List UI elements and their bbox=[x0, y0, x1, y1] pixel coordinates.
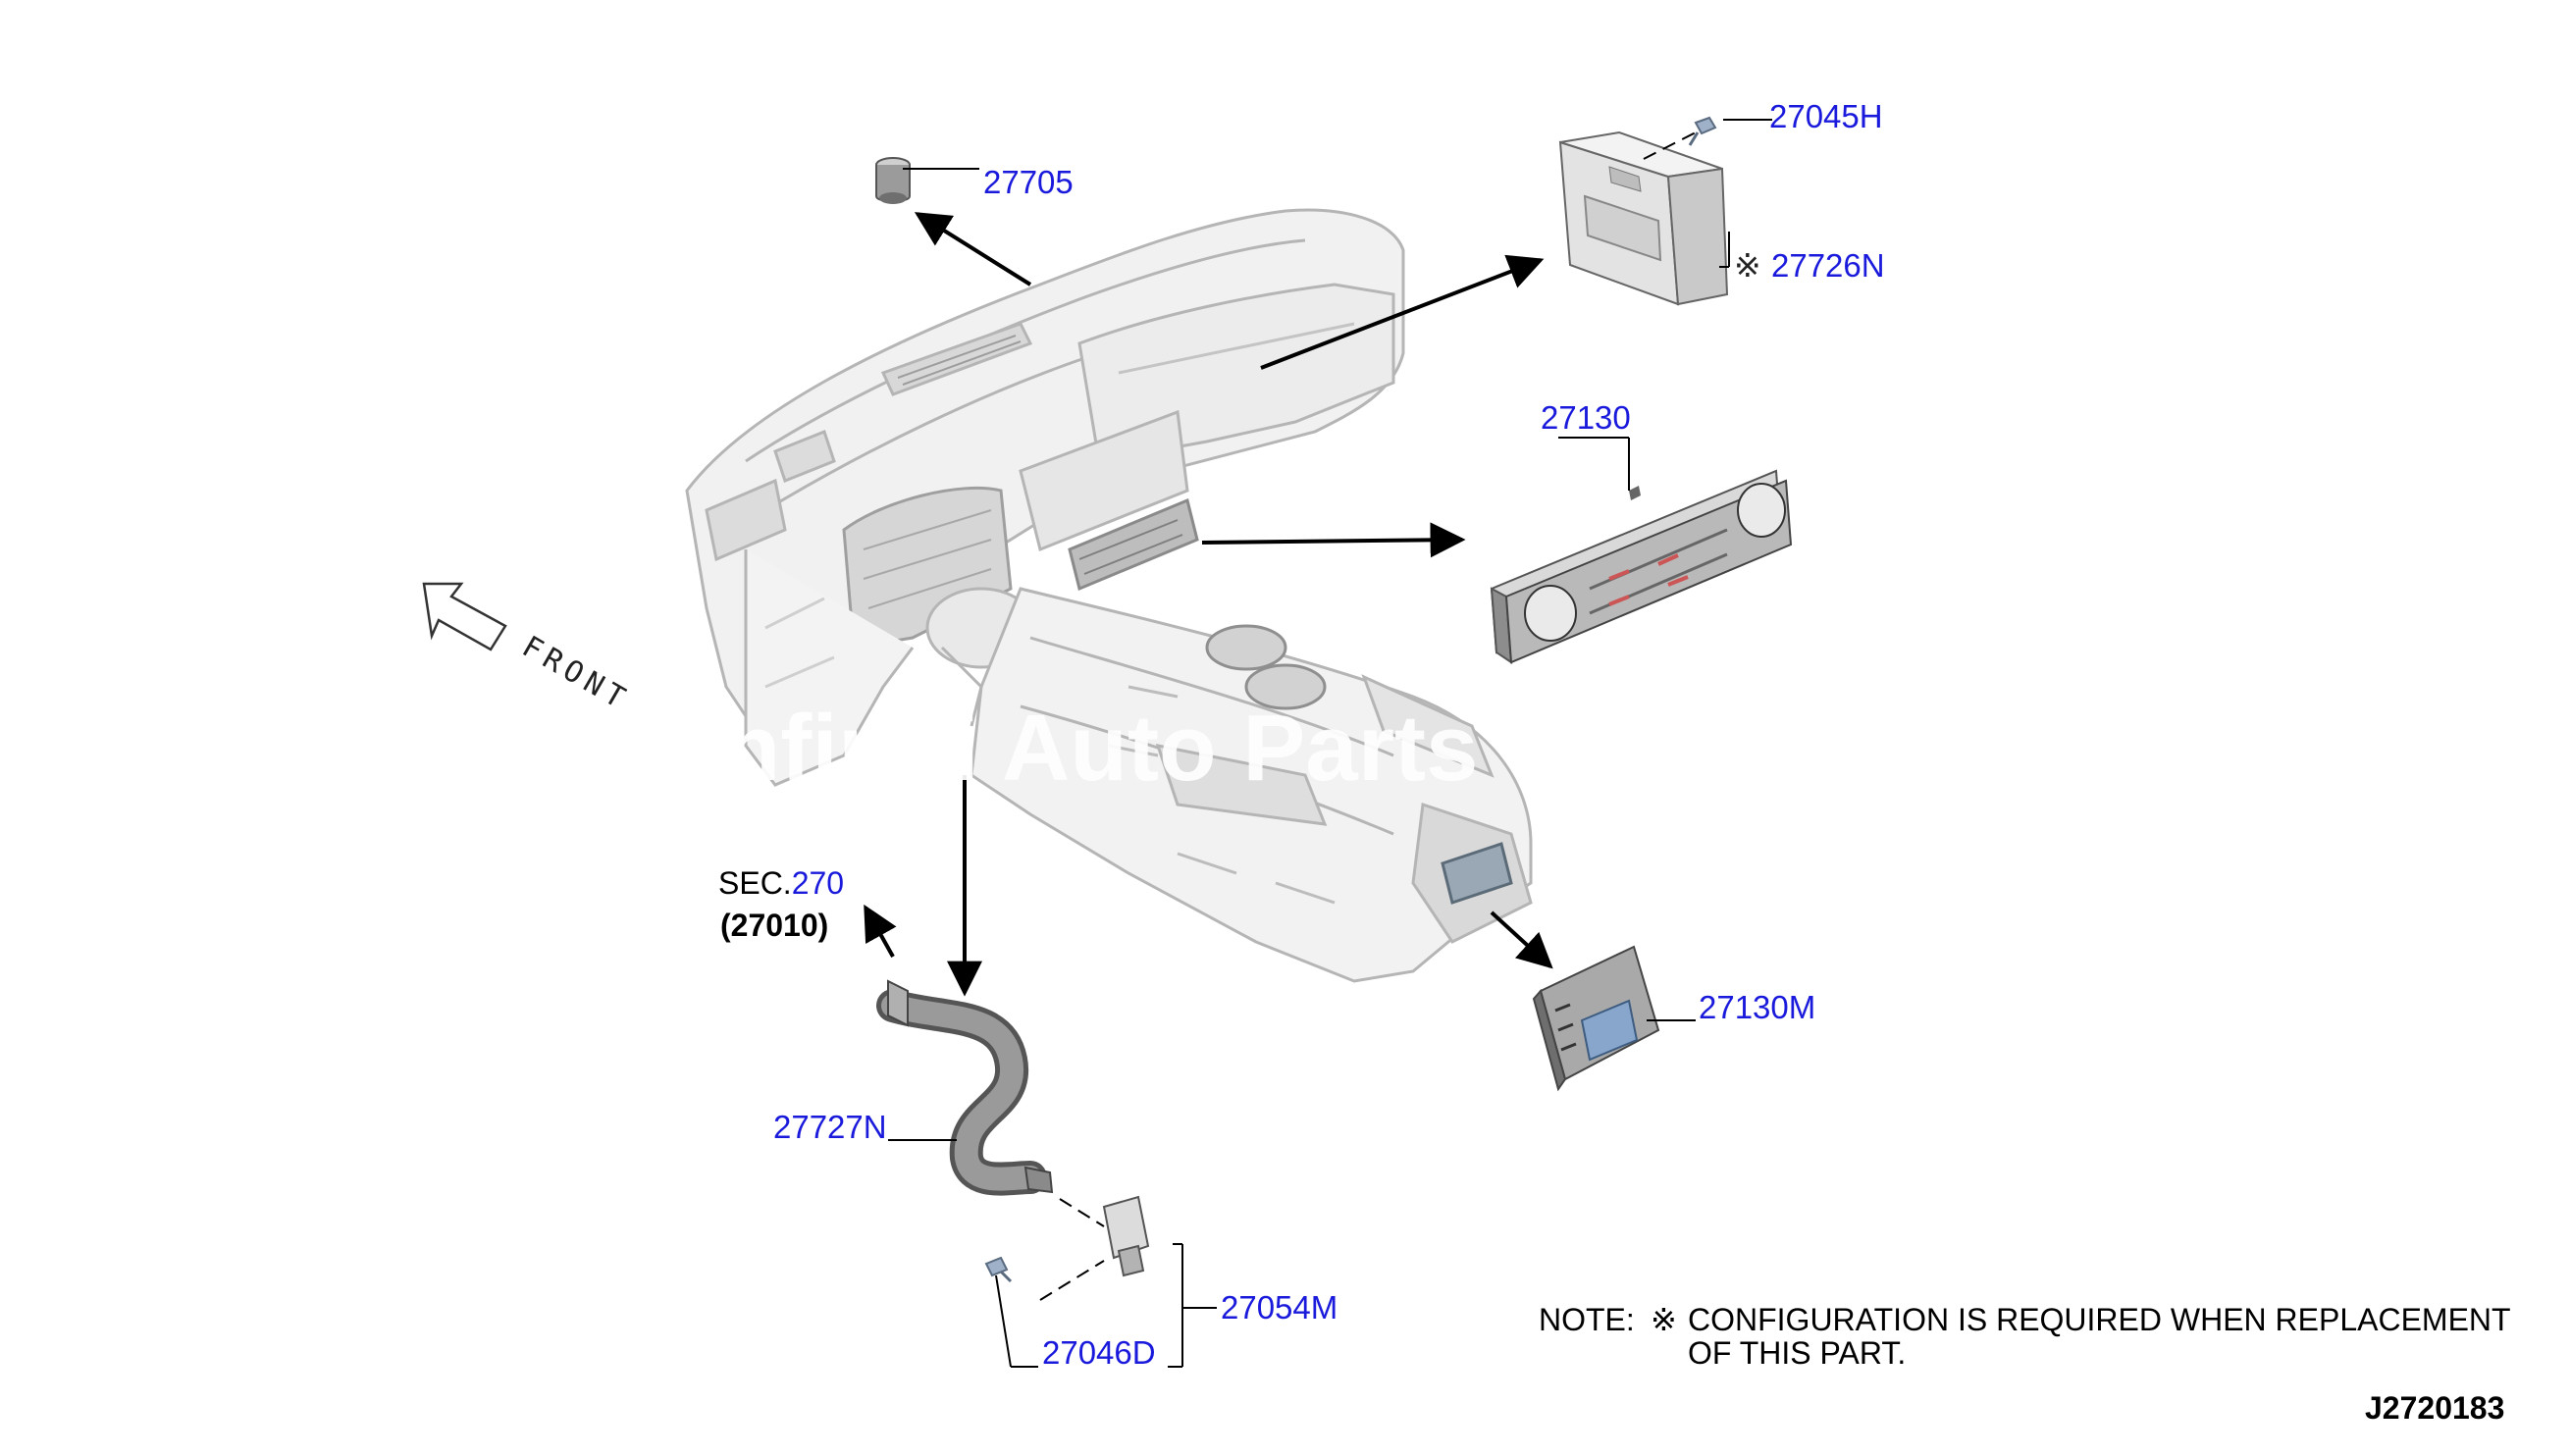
part-27727n-duct-icon bbox=[876, 979, 1054, 1196]
watermark-text: Infiniti Auto Parts Catalog bbox=[697, 696, 1850, 801]
part-27046d-screw-icon bbox=[984, 1256, 1013, 1283]
dashed-install-lines bbox=[1039, 131, 1697, 1301]
svg-text:SEC.270: SEC.270 bbox=[718, 865, 844, 901]
part-number-27705[interactable]: 27705 bbox=[983, 164, 1074, 200]
part-number-27045h[interactable]: 27045H bbox=[1769, 98, 1883, 134]
sec-prefix: SEC. bbox=[718, 865, 792, 901]
front-label: FRONT bbox=[516, 630, 636, 718]
note-mark: ※ bbox=[1651, 1302, 1677, 1337]
note-block: NOTE: ※ CONFIGURATION IS REQUIRED WHEN R… bbox=[1539, 1302, 2511, 1371]
part-27054m-sensor-icon bbox=[1102, 1195, 1150, 1277]
section-reference: SEC.270 (27010) bbox=[718, 865, 844, 943]
reference-mark-27726n: ※ bbox=[1734, 247, 1761, 284]
part-27045h-screw-icon bbox=[1688, 116, 1717, 146]
leader-lines bbox=[888, 119, 1772, 1368]
note-line-1: CONFIGURATION IS REQUIRED WHEN REPLACEME… bbox=[1688, 1302, 2511, 1337]
dashboard-assembly-illustration bbox=[685, 208, 1533, 983]
part-number-27726n[interactable]: 27726N bbox=[1771, 247, 1885, 284]
front-direction-indicator: FRONT bbox=[422, 582, 636, 718]
sec-number-link[interactable]: 270 bbox=[792, 865, 844, 901]
part-27726n-module-icon bbox=[1558, 130, 1729, 306]
note-label: NOTE: bbox=[1539, 1302, 1635, 1337]
note-line-2: OF THIS PART. bbox=[1688, 1335, 1906, 1371]
part-number-27046d[interactable]: 27046D bbox=[1042, 1334, 1156, 1371]
part-number-27054m[interactable]: 27054M bbox=[1221, 1289, 1337, 1326]
pointer-arrows bbox=[864, 212, 1553, 997]
part-27705-sensor-icon bbox=[875, 157, 911, 204]
part-27130m-module-icon bbox=[1532, 945, 1660, 1092]
diagram-id: J2720183 bbox=[2365, 1390, 2504, 1426]
part-number-27130[interactable]: 27130 bbox=[1541, 399, 1631, 436]
part-number-27130m[interactable]: 27130M bbox=[1699, 989, 1815, 1025]
part-number-27727n[interactable]: 27727N bbox=[773, 1109, 887, 1145]
sec-subreference: (27010) bbox=[720, 908, 828, 943]
part-27130-control-panel-icon bbox=[1490, 469, 1793, 664]
